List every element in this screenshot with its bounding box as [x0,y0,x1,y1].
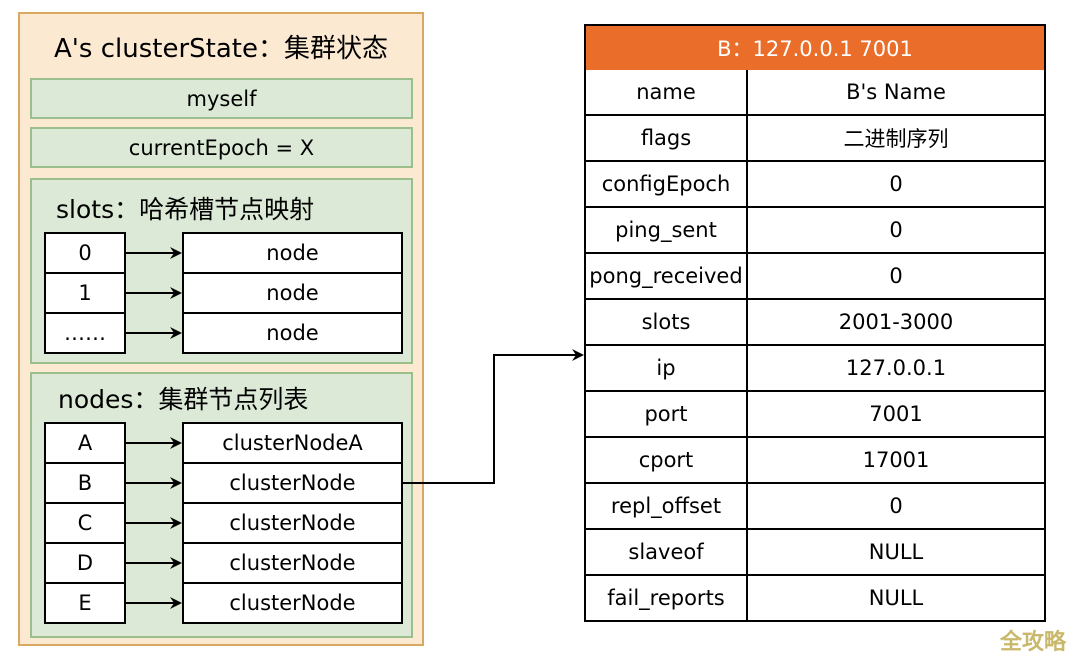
table-header: B：127.0.0.1 7001 [584,24,1046,70]
myself-field: myself [30,78,413,119]
field-value: NULL [748,530,1044,574]
cluster-state-title: A's clusterState：集群状态 [54,34,388,64]
node-key-c: C [44,502,126,544]
slot-key-0: 0 [44,232,126,274]
node-key-d: D [44,542,126,584]
field-name: configEpoch [586,162,748,206]
field-value: 127.0.0.1 [748,346,1044,390]
node-value-e: clusterNode [182,582,403,624]
slot-node-2: node [182,312,403,354]
field-value: 0 [748,484,1044,528]
field-name: cport [586,438,748,482]
node-b-to-table-arrow [403,349,584,484]
field-name: ping_sent [586,208,748,252]
field-name: flags [586,116,748,160]
field-name: repl_offset [586,484,748,528]
field-value: 二进制序列 [748,116,1044,160]
field-value: 0 [748,162,1044,206]
field-value: 7001 [748,392,1044,436]
slots-title: slots：哈希槽节点映射 [56,195,315,224]
field-value: NULL [748,576,1044,620]
current-epoch-field: currentEpoch = X [30,127,413,168]
field-value: 0 [748,208,1044,252]
watermark: 全攻略 [999,630,1066,655]
field-name: slaveof [586,530,748,574]
field-value: 2001-3000 [748,300,1044,344]
slot-key-ellipsis: …… [44,312,126,354]
field-value: B's Name [748,70,1044,114]
field-name: slots [586,300,748,344]
node-key-e: E [44,582,126,624]
field-name: pong_received [586,254,748,298]
node-key-b: B [44,462,126,504]
field-value: 17001 [748,438,1044,482]
nodes-title: nodes：集群节点列表 [58,385,309,414]
field-name: port [586,392,748,436]
field-value: 0 [748,254,1044,298]
field-name: name [586,70,748,114]
field-name: fail_reports [586,576,748,620]
field-name: ip [586,346,748,390]
